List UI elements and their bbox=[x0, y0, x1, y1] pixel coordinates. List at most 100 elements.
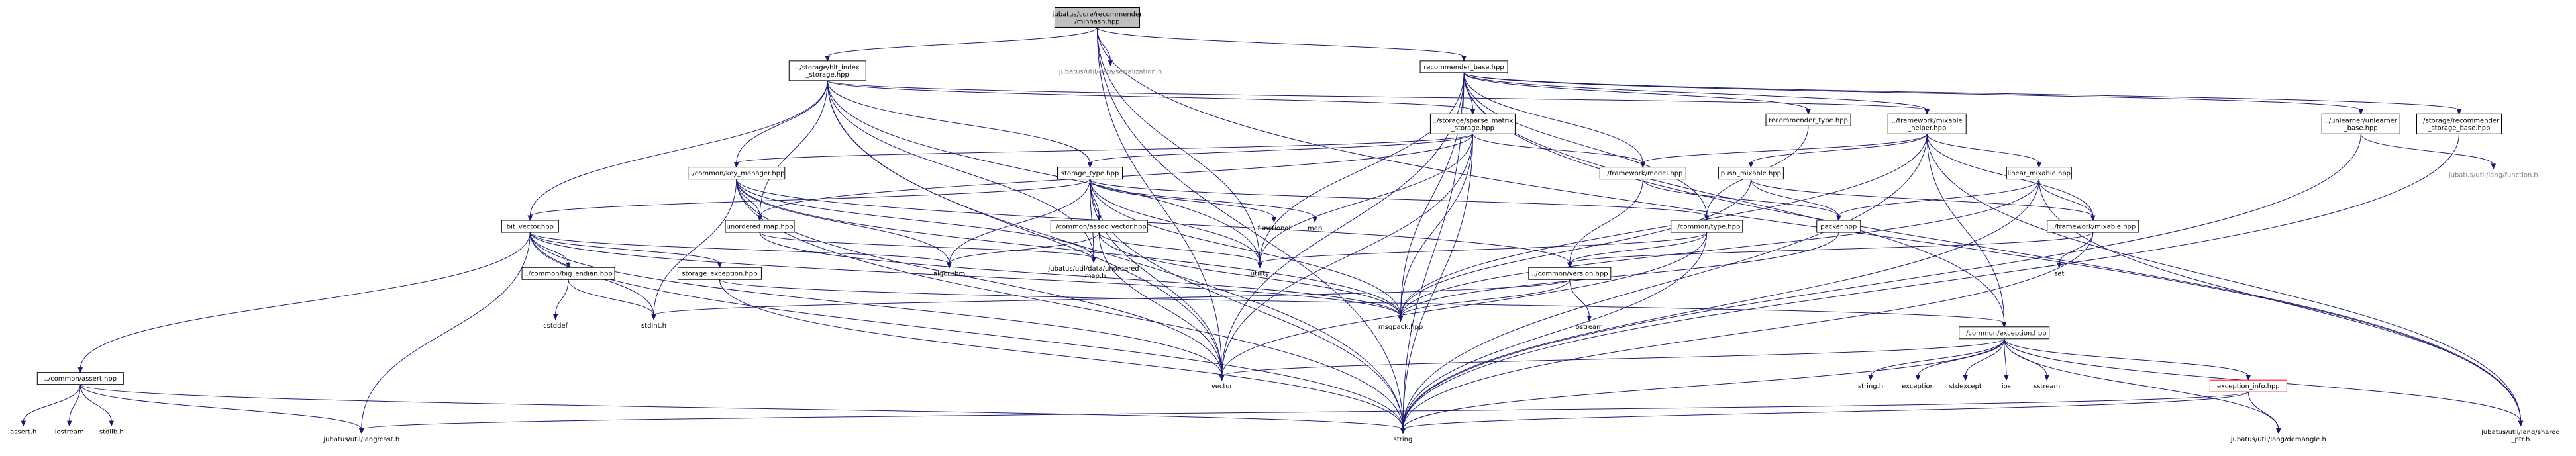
edge-common_exception-to-stdexcept bbox=[1965, 338, 2005, 377]
edge-storage_type-to-common_type bbox=[1090, 179, 1708, 217]
arrowhead-ios bbox=[2004, 375, 2009, 381]
node-recommender-type[interactable]: recommender_type.hpp bbox=[1765, 113, 1851, 126]
arrowhead-common_version bbox=[1567, 262, 1572, 269]
edge-linear_mixable-to-msgpack bbox=[1400, 179, 2039, 317]
arrowhead-set bbox=[2057, 262, 2062, 269]
node-ostream: ostream bbox=[1576, 324, 1603, 331]
node-label: ../storage/sparse_matrix bbox=[1432, 117, 1513, 124]
edge-bit_index_storage-to-utility bbox=[827, 80, 1261, 264]
edge-sparse_matrix_storage-to-model bbox=[1472, 134, 1643, 163]
edge-recommender_base-to-recommender_storage_base bbox=[1463, 72, 2459, 111]
node-packer[interactable]: packer.hpp bbox=[1816, 220, 1861, 233]
node-label: algorithm bbox=[933, 271, 965, 278]
node-label: jubatus/util/lang/shared bbox=[2481, 429, 2560, 436]
node-map: map bbox=[1308, 225, 1322, 232]
node-mixable-helper[interactable]: ../framework/mixable_helper.hpp bbox=[1887, 113, 1967, 134]
edge-unlearner_base-to-string bbox=[1402, 134, 2361, 430]
dependency-nodes: jubatus/core/recommender/minhash.hpp ../s… bbox=[10, 7, 2560, 443]
node-box bbox=[1429, 113, 1516, 134]
node-common-exception[interactable]: ../common/exception.hpp bbox=[1959, 326, 2050, 340]
edge-push_mixable-to-framework_mixable bbox=[1750, 179, 2094, 217]
edge-common_assert-to-string bbox=[79, 384, 1404, 430]
arrowhead-serialization bbox=[1108, 60, 1113, 67]
node-box bbox=[688, 167, 786, 180]
edge-key_manager-to-util_unordered_map bbox=[736, 179, 1094, 259]
edge-framework_mixable-to-common_version bbox=[1569, 232, 2094, 264]
node-string-h: string.h bbox=[1858, 383, 1883, 390]
node-label: ../unlearner/unlearner bbox=[2324, 117, 2398, 124]
node-key-manager[interactable]: ../common/key_manager.hpp bbox=[688, 167, 786, 180]
node-label: ../common/key_manager.hpp bbox=[688, 170, 784, 177]
edge-sparse_matrix_storage-to-utility bbox=[1259, 134, 1473, 264]
edge-assoc_vector-to-vector bbox=[1098, 232, 1223, 377]
edge-common_assert-to-iostream bbox=[69, 384, 81, 422]
node-label: vector bbox=[1211, 383, 1233, 390]
node-box bbox=[1528, 267, 1612, 280]
node-common-type[interactable]: ../common/type.hpp bbox=[1671, 220, 1743, 233]
node-storage-exception[interactable]: storage_exception.hpp bbox=[677, 267, 762, 280]
arrowhead-stdint bbox=[651, 314, 656, 320]
node-utility: utility bbox=[1251, 271, 1270, 278]
node-label: _helper.hpp bbox=[1907, 124, 1946, 132]
arrowhead-util_demangle bbox=[2276, 428, 2281, 434]
arrowhead-algorithm bbox=[947, 262, 952, 269]
edge-storage_exception-to-common_exception bbox=[719, 279, 2005, 324]
edge-big_endian-to-stdint bbox=[568, 279, 654, 316]
edge-bit_vector-to-msgpack bbox=[529, 232, 1402, 317]
node-box bbox=[1054, 7, 1140, 28]
node-common-version[interactable]: ../common/version.hpp bbox=[1528, 267, 1612, 280]
edge-push_mixable-to-msgpack bbox=[1400, 179, 1751, 317]
edge-mixable_helper-to-linear_mixable bbox=[1926, 134, 2039, 163]
arrowhead-storage_type bbox=[1087, 162, 1093, 168]
edge-linear_mixable-to-framework_mixable bbox=[2038, 179, 2094, 217]
node-box bbox=[521, 267, 615, 280]
edge-common_version-to-msgpack bbox=[1400, 279, 1571, 317]
node-linear-mixable[interactable]: linear_mixable.hpp bbox=[2006, 167, 2072, 180]
edge-common_type-to-utility bbox=[1259, 232, 1708, 264]
node-framework-mixable[interactable]: ../framework/mixable.hpp bbox=[2047, 220, 2139, 233]
node-label: unordered_map.hpp bbox=[727, 224, 794, 231]
edge-mixable_helper-to-push_mixable bbox=[1750, 134, 1928, 164]
node-model[interactable]: ../framework/model.hpp bbox=[1599, 167, 1686, 180]
node-assoc-vector[interactable]: ../common/assoc_vector.hpp bbox=[1050, 220, 1148, 233]
edge-common_type-to-common_version bbox=[1569, 232, 1708, 264]
node-sparse-matrix-storage[interactable]: ../storage/sparse_matrix_storage.hpp bbox=[1429, 113, 1516, 134]
node-unordered-map[interactable]: unordered_map.hpp bbox=[725, 220, 795, 233]
node-label: exception bbox=[1902, 383, 1934, 390]
edge-common_exception-to-exception_info bbox=[2004, 338, 2249, 377]
node-label: jubatus/util/lang/demangle.h bbox=[2230, 436, 2326, 443]
node-big-endian[interactable]: ../common/big_endian.hpp bbox=[521, 267, 615, 280]
arrowhead-common_assert bbox=[77, 367, 83, 373]
edge-storage_type-to-vector bbox=[1090, 179, 1223, 377]
node-label: ../common/exception.hpp bbox=[1962, 330, 2047, 337]
edge-bit_vector-to-vector bbox=[529, 232, 1223, 377]
edge-key_manager-to-vector bbox=[736, 179, 1223, 377]
node-bit-index-storage[interactable]: ../storage/bit_index_storage.hpp bbox=[788, 60, 866, 81]
node-exception-info[interactable]: exception_info.hpp bbox=[2209, 379, 2287, 392]
node-label: ../storage/recommender bbox=[2419, 117, 2500, 124]
arrowhead-iostream bbox=[66, 420, 72, 427]
node-box bbox=[36, 372, 124, 385]
node-recommender-base[interactable]: recommender_base.hpp bbox=[1419, 60, 1508, 73]
node-storage-type[interactable]: storage_type.hpp bbox=[1057, 167, 1123, 180]
edge-recommender_base-to-recommender_type bbox=[1463, 72, 1809, 111]
node-bit-vector[interactable]: bit_vector.hpp bbox=[501, 220, 559, 233]
edge-framework_mixable-to-string bbox=[1402, 232, 2094, 430]
node-box bbox=[1718, 167, 1784, 180]
node-push-mixable[interactable]: push_mixable.hpp bbox=[1718, 167, 1784, 180]
node-recommender-storage-base[interactable]: ../storage/recommender_storage_base.hpp bbox=[2416, 113, 2502, 134]
edge-recommender_base-to-unlearner_base bbox=[1463, 72, 2361, 111]
edge-packer-to-msgpack bbox=[1400, 232, 1839, 317]
edge-mixable_helper-to-util_shared_ptr bbox=[1926, 134, 2521, 422]
edge-exception_info-to-util_cast bbox=[361, 391, 2249, 430]
node-unlearner-base[interactable]: ../unlearner/unlearner_base.hpp bbox=[2321, 113, 2400, 134]
arrowhead-util_function bbox=[2491, 163, 2497, 170]
node-label: ../framework/mixable.hpp bbox=[2050, 224, 2136, 231]
node-common-assert[interactable]: ../common/assert.hpp bbox=[36, 372, 124, 385]
node-box bbox=[1765, 113, 1851, 126]
node-label: string bbox=[1394, 436, 1413, 443]
node-label: stdlib.h bbox=[99, 429, 124, 436]
edge-recommender_base-to-common_type bbox=[1463, 72, 1708, 217]
node-root[interactable]: jubatus/core/recommender/minhash.hpp bbox=[1052, 7, 1143, 28]
